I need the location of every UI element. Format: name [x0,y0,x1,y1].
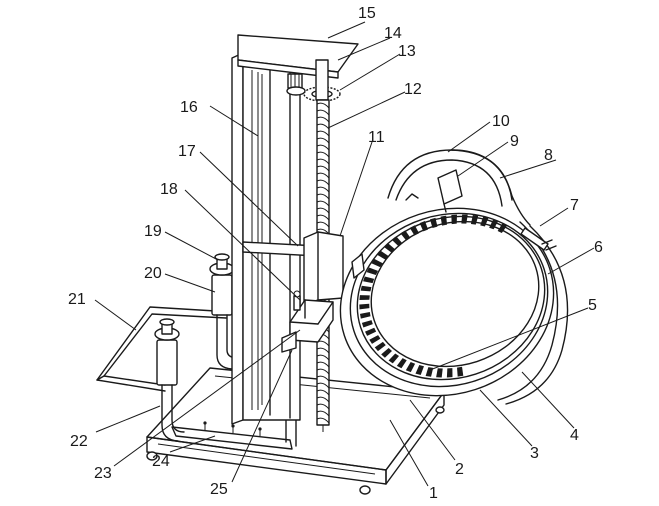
screw-thread [316,221,330,228]
screw-thread [316,375,330,382]
label-21: 21 [68,291,86,308]
ring-tooth [381,348,392,358]
screw-thread [316,403,330,410]
screw-thread [316,116,330,123]
screw-thread [316,144,330,151]
screw-thread [316,417,330,424]
ring-tooth [366,267,378,275]
screw-thread [316,151,330,158]
label-2: 2 [455,461,464,478]
label-18: 18 [160,181,178,198]
label-19: 19 [144,223,162,240]
label-20: 20 [144,265,162,282]
screw-thread [316,368,330,375]
ring-tooth [371,258,383,268]
ring-tooth [365,327,377,336]
screw-thread [316,396,330,403]
bracket-18 [289,290,334,343]
ring-tooth [461,214,468,224]
label-11: 11 [368,129,385,146]
ring-tooth [377,250,389,260]
screw-thread [316,165,330,172]
label-16: 16 [180,99,198,116]
ring-tooth [415,365,424,375]
ring-tooth [419,221,429,232]
ring-tooth [451,214,457,225]
screw-thread [316,186,330,193]
upper-arc [387,149,557,251]
label-12: 12 [404,81,422,98]
screw-thread [316,193,330,200]
label-6: 6 [594,239,603,256]
screw-thread [316,361,330,368]
screw-thread [316,200,330,207]
ring-tooth [429,217,438,229]
label-15: 15 [358,5,376,22]
label-22: 22 [70,433,88,450]
ring-tooth [470,214,479,225]
ring-tooth [400,230,411,241]
screw-thread [316,214,330,221]
side-frame-21 [96,306,233,392]
screw-thread [316,109,330,116]
ring-tooth [361,320,373,328]
ring-tooth [374,341,386,352]
ring-tooth [369,335,381,344]
screw-thread [316,102,330,109]
screw-thread [316,172,330,179]
label-7: 7 [570,197,579,214]
ring-tooth [480,216,489,227]
ring-tooth [405,362,416,373]
ring-tooth [457,366,464,377]
ring-tooth [440,215,448,226]
label-25: 25 [210,481,228,498]
label-24: 24 [152,453,170,470]
ring-tooth [436,368,443,378]
ring-tooth [489,219,499,230]
screw-thread [316,130,330,137]
screw-thread [316,158,330,165]
screw-thread [316,137,330,144]
ring-tooth [396,358,407,369]
pump-22 [154,318,185,442]
screw-thread [316,410,330,417]
lower-guide [281,331,297,353]
screw-thread [316,354,330,361]
ring-tooth [388,353,400,364]
ring-tooth [359,303,370,310]
ring-tooth [497,222,508,233]
ring-tooth [391,236,403,247]
screw-thread [316,207,330,214]
ring-tooth [384,243,396,253]
label-3: 3 [530,445,539,462]
labels: 15 14 13 12 11 10 9 8 7 6 5 4 3 2 1 16 1… [68,5,603,502]
label-1: 1 [429,485,438,502]
leader-lines [94,21,595,487]
screw-thread [316,347,330,354]
ring-tooth [363,276,375,284]
screw-thread [316,382,330,389]
ring-tooth [409,225,420,236]
label-5: 5 [588,297,597,314]
label-8: 8 [544,147,553,164]
ring-tooth [446,368,453,378]
label-13: 13 [398,43,416,60]
label-17: 17 [178,143,196,160]
label-9: 9 [510,133,519,150]
ring-tooth [359,312,371,319]
label-14: 14 [384,25,402,42]
ring-tooth [359,295,370,301]
ring-assembly [339,207,569,405]
label-23: 23 [94,465,112,482]
slider-block-11 [303,231,344,305]
ring-tooth [360,285,372,292]
screw-thread [316,179,330,186]
label-10: 10 [492,113,510,130]
label-4: 4 [570,427,579,444]
screw-thread [316,389,330,396]
